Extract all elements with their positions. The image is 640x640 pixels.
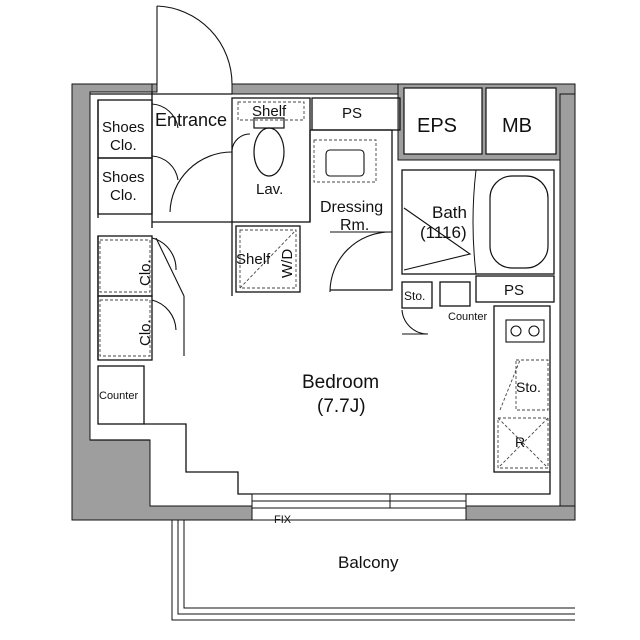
label-mb: MB [502,115,532,137]
label-lav: Lav. [256,181,283,198]
label-sto-small: Sto. [404,289,425,303]
dashed-details [99,101,549,469]
interior-walls [90,92,555,495]
label-eps: EPS [417,115,457,137]
label-clo-2: Clo. [137,319,154,346]
label-wd: W/D [279,249,296,278]
bath-wall-curve [472,169,477,275]
window-fix [251,493,467,509]
sink-icon [325,149,365,177]
label-clo-1: Clo. [137,259,154,286]
doors [151,5,472,356]
shafts [403,87,557,155]
label-bedroom-2: (7.7J) [317,396,366,417]
bathtub [489,175,549,269]
label-entrance: Entrance [155,110,227,130]
label-ps-right: PS [504,282,524,299]
toilet-icon [253,117,285,177]
label-dressing-1: Dressing [320,199,383,216]
label-bath-2: (1116) [420,223,467,242]
label-shelf-wd: Shelf [236,251,271,268]
label-balcony: Balcony [338,553,399,572]
label-dressing-2: Rm. [340,217,369,234]
label-shelf-top: Shelf [252,103,287,120]
room-labels: Entrance Shoes Clo. Shoes Clo. Clo. Clo.… [99,103,541,572]
label-shoes-1b: Clo. [110,137,137,154]
label-sto-kitchen: Sto. [516,379,541,395]
balcony-rail [171,519,575,621]
label-counter-left: Counter [99,390,138,402]
label-shoes-1a: Shoes [102,119,145,136]
label-r: R [515,434,525,450]
stove-icon [505,319,545,343]
label-shoes-2b: Clo. [110,187,137,204]
label-fix: FIX [274,514,292,526]
label-bedroom-1: Bedroom [302,372,379,393]
label-shoes-2a: Shoes [102,169,145,186]
label-counter-right: Counter [448,311,487,323]
label-bath-1: Bath [432,203,467,222]
label-ps-top: PS [342,105,362,122]
